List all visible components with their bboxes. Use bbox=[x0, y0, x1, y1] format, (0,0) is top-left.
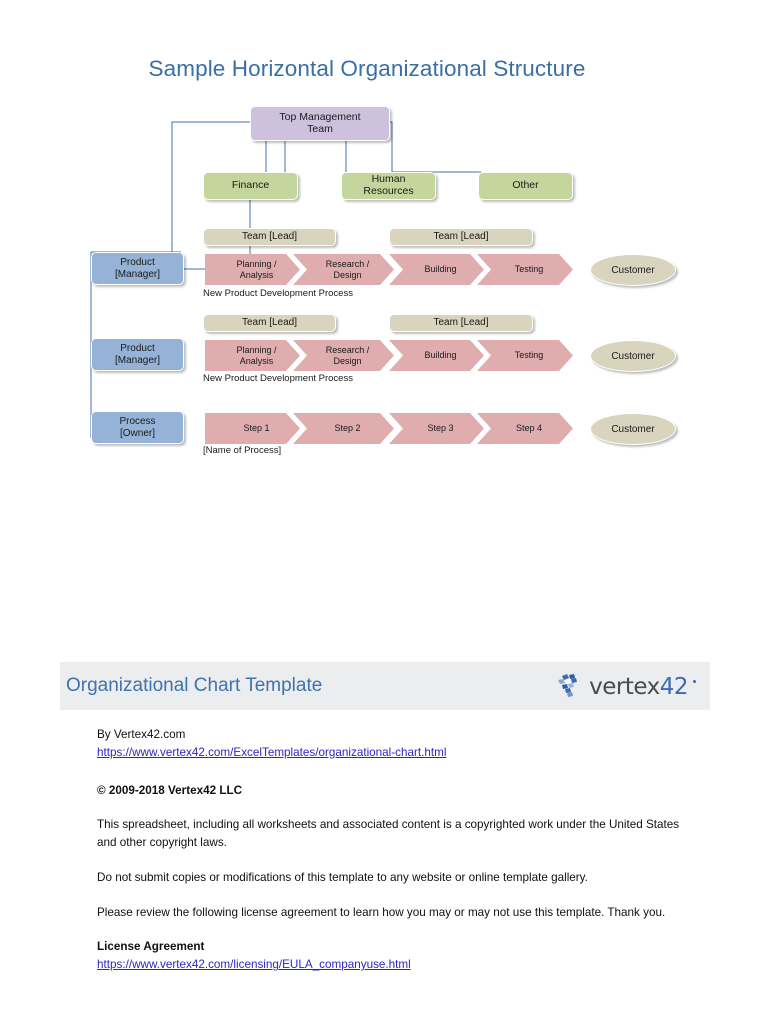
row-3-role-line2: [Owner] bbox=[119, 427, 155, 439]
row-1-team-lead-2[interactable]: Team [Lead] bbox=[389, 228, 533, 246]
vertex42-logo[interactable]: vertex42 bbox=[558, 674, 696, 698]
row-3-step-3[interactable]: Step 3 bbox=[389, 413, 484, 444]
vertex42-logo-mark bbox=[558, 674, 578, 697]
other-label: Other bbox=[512, 179, 539, 192]
row-2-role-line2: [Manager] bbox=[114, 354, 161, 366]
byline-text: By Vertex42.com bbox=[97, 728, 186, 741]
row-2-team-lead-2[interactable]: Team [Lead] bbox=[389, 314, 533, 332]
document-header-band: Organizational Chart Template vertex42 bbox=[60, 662, 710, 710]
document-title: Organizational Chart Template bbox=[66, 675, 323, 696]
template-url-link[interactable]: https://www.vertex42.com/ExcelTemplates/… bbox=[97, 745, 447, 759]
row-2-step-4[interactable]: Testing bbox=[477, 340, 573, 371]
row-3-role-process-owner[interactable]: Process [Owner] bbox=[91, 411, 184, 444]
license-block: License Agreement https://www.vertex42.c… bbox=[97, 938, 697, 974]
document-body: By Vertex42.com https://www.vertex42.com… bbox=[97, 726, 697, 974]
top-management-line2: Team bbox=[307, 122, 333, 135]
human-resources-line2: Resources bbox=[363, 185, 414, 197]
row-3-role-line1: Process bbox=[119, 416, 156, 428]
row-1-role-line2: [Manager] bbox=[114, 268, 161, 280]
no-redistribution-paragraph: Do not submit copies or modifications of… bbox=[97, 870, 588, 884]
page-title: Sample Horizontal Organizational Structu… bbox=[148, 56, 586, 81]
copyright-paragraph: This spreadsheet, including all workshee… bbox=[97, 818, 680, 850]
node-finance[interactable]: Finance bbox=[203, 172, 298, 200]
row-1-role-product-manager[interactable]: Product [Manager] bbox=[91, 252, 184, 285]
org-chart-diagram: Top Management Team Finance Human Resour… bbox=[90, 106, 676, 456]
row-3-step-4[interactable]: Step 4 bbox=[477, 413, 573, 444]
row-3-process-caption: [Name of Process] bbox=[203, 445, 282, 456]
row-1-step-1[interactable]: Planning / Analysis bbox=[205, 254, 300, 285]
review-license-paragraph: Please review the following license agre… bbox=[97, 905, 666, 919]
row-1-customer[interactable]: Customer bbox=[590, 254, 676, 286]
connector-lines bbox=[90, 121, 481, 438]
row-2-step-3[interactable]: Building bbox=[389, 340, 484, 371]
row-2-customer[interactable]: Customer bbox=[590, 340, 676, 372]
node-other[interactable]: Other bbox=[478, 172, 573, 200]
row-2-step-2[interactable]: Research / Design bbox=[293, 340, 394, 371]
row-2-role-line1: Product bbox=[120, 343, 155, 355]
row-2-role-product-manager[interactable]: Product [Manager] bbox=[91, 338, 184, 371]
row-1-process-caption: New Product Development Process bbox=[203, 288, 353, 299]
row-1-step-4[interactable]: Testing bbox=[477, 254, 573, 285]
row-2-process-caption: New Product Development Process bbox=[203, 373, 353, 384]
node-top-management-team[interactable]: Top Management Team bbox=[250, 106, 390, 141]
finance-label: Finance bbox=[231, 179, 270, 192]
license-heading: License Agreement bbox=[97, 940, 205, 954]
row-1-role-line1: Product bbox=[120, 257, 155, 269]
row-1-team-lead-1[interactable]: Team [Lead] bbox=[203, 228, 336, 246]
node-human-resources[interactable]: Human Resources bbox=[341, 172, 436, 200]
copyright-text: © 2009-2018 Vertex42 LLC bbox=[97, 783, 243, 797]
row-3-customer[interactable]: Customer bbox=[590, 413, 676, 445]
row-2-team-lead-1[interactable]: Team [Lead] bbox=[203, 314, 336, 332]
row-3-step-1[interactable]: Step 1 bbox=[205, 413, 300, 444]
vertex42-logo-text: vertex42 bbox=[589, 673, 688, 700]
row-1-step-2[interactable]: Research / Design bbox=[293, 254, 394, 285]
byline-block: By Vertex42.com https://www.vertex42.com… bbox=[97, 726, 697, 762]
logo-registered-dot bbox=[693, 680, 696, 683]
human-resources-line1: Human bbox=[371, 173, 406, 186]
top-management-line1: Top Management bbox=[279, 110, 361, 123]
row-1-step-3[interactable]: Building bbox=[389, 254, 484, 285]
license-url-link[interactable]: https://www.vertex42.com/licensing/EULA_… bbox=[97, 958, 411, 972]
row-3-step-2[interactable]: Step 2 bbox=[293, 413, 394, 444]
row-2-step-1[interactable]: Planning / Analysis bbox=[205, 340, 300, 371]
